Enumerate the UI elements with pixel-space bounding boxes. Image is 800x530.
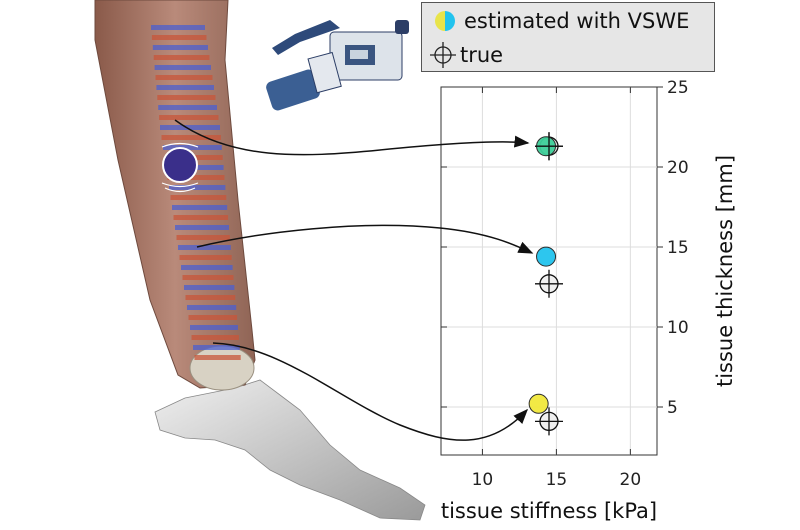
ankle-bone xyxy=(189,345,255,391)
true-point-marker xyxy=(535,407,563,436)
y-tick-label: 10 xyxy=(667,318,689,338)
legend-label: estimated with VSWE xyxy=(464,9,690,33)
arrow-lower xyxy=(212,342,529,441)
y-axis-label: tissue thickness [mm] xyxy=(713,155,737,387)
true-point-marker xyxy=(535,269,563,298)
x-axis-label: tissue stiffness [kPa] xyxy=(441,499,657,523)
y-tick-label: 20 xyxy=(667,158,689,178)
wave-stripes xyxy=(151,25,241,360)
arrow-upper xyxy=(174,119,530,156)
leg-illustration xyxy=(94,0,426,521)
transducer-circle xyxy=(162,147,198,183)
foot-bones xyxy=(154,379,426,521)
wave-arcs xyxy=(161,142,199,193)
connector-arrows xyxy=(174,119,534,441)
true-point-crosshair xyxy=(535,132,563,161)
crosshair-icon xyxy=(430,42,456,68)
legend-item-true: true xyxy=(428,40,503,70)
legend-label: true xyxy=(460,43,504,67)
legend: estimated with VSWE true xyxy=(421,2,715,72)
y-tick-label: 25 xyxy=(667,78,689,98)
y-tick-label: 5 xyxy=(667,398,678,418)
estimated-point xyxy=(536,246,557,267)
x-tick-label: 10 xyxy=(472,470,494,490)
half-color-circle-icon xyxy=(435,11,455,31)
video-camera-icon xyxy=(266,20,409,111)
x-tick-label: 20 xyxy=(620,470,642,490)
y-tick-label: 15 xyxy=(667,238,689,258)
scatter-plot: 10 15 20 5 10 15 20 25 tissue stiffness [kPa] t… xyxy=(440,78,737,523)
legend-item-estimated: estimated with VSWE xyxy=(434,9,689,33)
arrow-middle xyxy=(196,224,534,254)
x-tick-label: 15 xyxy=(546,470,568,490)
estimated-point xyxy=(528,393,549,414)
